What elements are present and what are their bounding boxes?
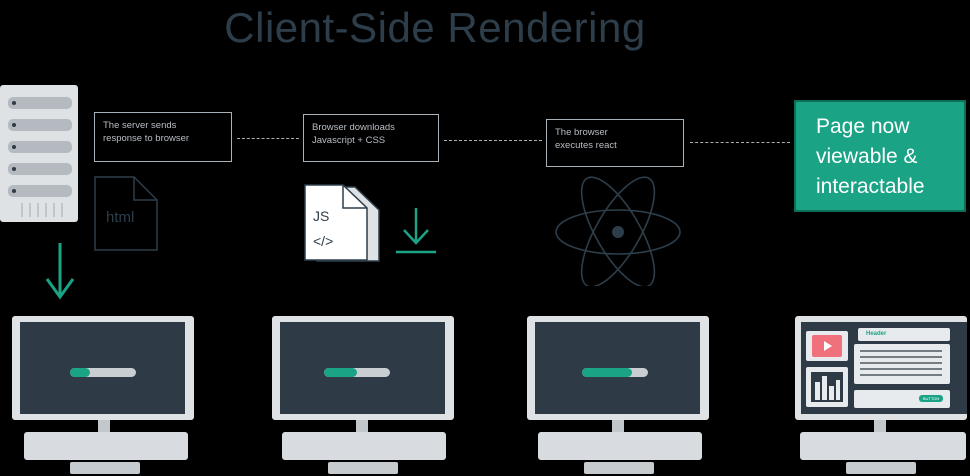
html-file-label: html <box>106 209 135 226</box>
js-file-icon <box>304 184 380 262</box>
down-arrow-icon <box>45 243 75 300</box>
monitor-stand <box>98 420 110 432</box>
text-lines-icon <box>860 350 942 376</box>
loading-bar-1-fill <box>70 368 90 377</box>
js-label: JS <box>313 208 330 224</box>
html-file-icon <box>94 176 158 251</box>
keyboard <box>800 432 966 460</box>
monitor-stand <box>612 420 624 432</box>
download-icon <box>396 208 436 254</box>
diagram-title: Client-Side Rendering <box>224 4 646 51</box>
monitor-foot <box>328 462 398 474</box>
code-label: </> <box>313 233 334 249</box>
monitor-stand <box>874 420 886 432</box>
monitor-foot <box>584 462 654 474</box>
server-icon <box>0 85 78 222</box>
loading-bar-1 <box>70 368 136 377</box>
monitor-stand <box>356 420 368 432</box>
loading-bar-3-fill <box>582 368 632 377</box>
mini-button: BUTTON <box>919 395 943 402</box>
loading-bar-3 <box>582 368 648 377</box>
loading-bar-2 <box>324 368 390 377</box>
keyboard <box>24 432 188 460</box>
footer-card <box>854 390 950 408</box>
monitor-foot <box>70 462 140 474</box>
connector-line <box>444 140 542 141</box>
mini-page-header: Header <box>858 328 950 341</box>
loading-bar-2-fill <box>324 368 357 377</box>
connector-line <box>237 138 299 139</box>
play-icon <box>812 335 842 357</box>
connector-line <box>690 142 790 143</box>
monitor-foot <box>846 462 916 474</box>
keyboard <box>282 432 446 460</box>
keyboard <box>538 432 702 460</box>
react-atom-icon <box>555 176 681 286</box>
bar-chart-icon <box>811 372 843 402</box>
